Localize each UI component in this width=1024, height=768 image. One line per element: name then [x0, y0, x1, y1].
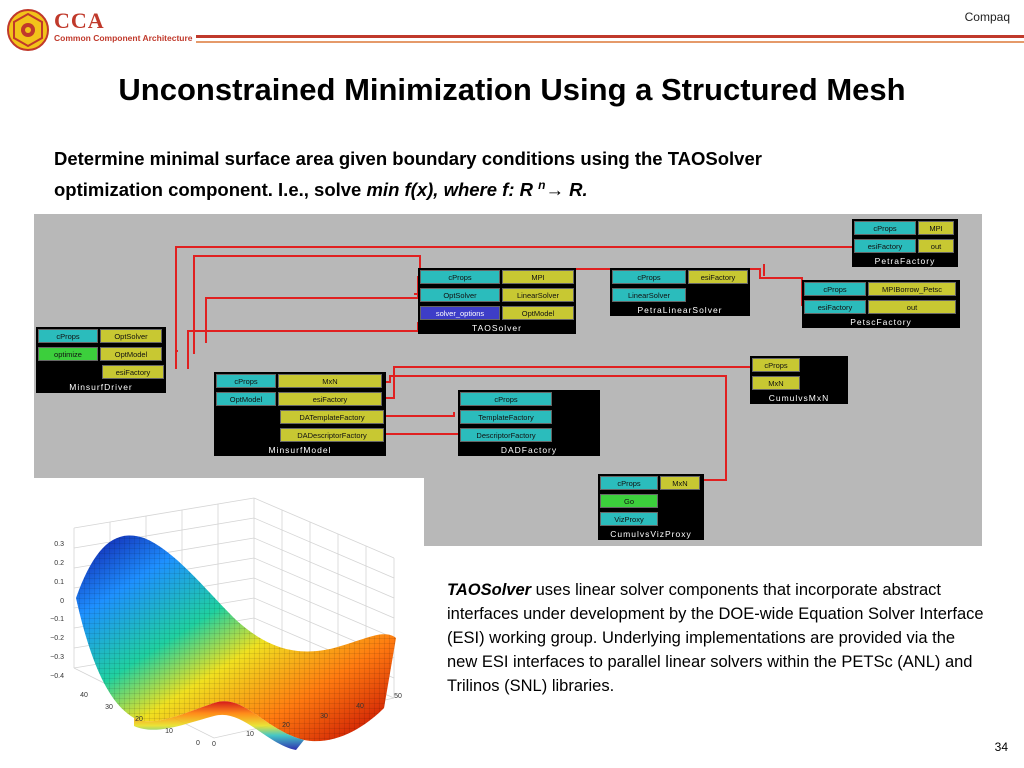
component-label: PetraFactory: [874, 256, 936, 266]
logo-text: CCA: [54, 8, 105, 33]
z-tick: −0.4: [50, 673, 64, 680]
component-label: TAOSolver: [472, 323, 522, 333]
cca-logo-icon: [7, 9, 49, 51]
port-optimize[interactable]: optimize: [38, 347, 98, 361]
port-mpiborrow-petsc[interactable]: MPIBorrow_Petsc: [868, 282, 956, 296]
formula-part-a: min f(x), where f: R: [366, 179, 539, 201]
port-linearsolver[interactable]: LinearSolver: [612, 288, 686, 302]
port-mxn[interactable]: MxN: [278, 374, 382, 388]
port-mpi[interactable]: MPI: [502, 270, 574, 284]
port-solver-options[interactable]: solver_options: [420, 306, 500, 320]
intro-line-2: optimization component. I.e., solve: [54, 179, 367, 201]
port-cprops[interactable]: cProps: [216, 374, 276, 388]
port-optsolver[interactable]: OptSolver: [420, 288, 500, 302]
port-optmodel[interactable]: OptModel: [502, 306, 574, 320]
description-body: uses linear solver components that incor…: [447, 581, 984, 695]
port-cprops[interactable]: cProps: [600, 476, 658, 490]
z-tick: 0: [60, 598, 64, 605]
port-datemplatefactory[interactable]: DATemplateFactory: [280, 410, 384, 424]
port-cprops[interactable]: cProps: [804, 282, 866, 296]
z-tick: −0.2: [50, 635, 64, 642]
port-mpi[interactable]: MPI: [918, 221, 954, 235]
x-tick: 40: [356, 703, 364, 710]
slide-title: Unconstrained Minimization Using a Struc…: [118, 72, 906, 107]
port-esifactory[interactable]: esiFactory: [278, 392, 382, 406]
z-tick: 0.1: [54, 579, 64, 586]
z-tick: −0.3: [50, 654, 64, 661]
surface-mesh-lines: [76, 535, 396, 742]
formula-superscript: n: [538, 178, 546, 192]
y-tick: 10: [165, 728, 173, 735]
company-label: Compaq: [964, 10, 1010, 24]
port-templatefactory[interactable]: TemplateFactory: [460, 410, 552, 424]
component-label: PetscFactory: [850, 317, 912, 327]
formula-arrow: →: [545, 179, 564, 201]
cumulvs-mxn-component[interactable]: cProps MxN CumulvsMxN: [750, 356, 848, 404]
intro-line-1: Determine minimal surface area given bou…: [54, 148, 762, 169]
port-esifactory[interactable]: esiFactory: [854, 239, 916, 253]
port-linearsolver[interactable]: LinearSolver: [502, 288, 574, 302]
y-tick: 30: [105, 704, 113, 711]
y-tick: 40: [80, 692, 88, 699]
y-tick: 20: [135, 716, 143, 723]
component-label: MinsurfModel: [268, 445, 332, 455]
page-number: 34: [994, 740, 1008, 754]
surface-plot: 0.3 0.2 0.1 0 −0.1 −0.2 −0.3 −0.4 40 30 …: [34, 478, 424, 768]
port-esifactory[interactable]: esiFactory: [688, 270, 748, 284]
z-tick: 0.3: [54, 541, 64, 548]
y-tick: 0: [196, 740, 200, 747]
formula-part-b: R.: [563, 179, 588, 201]
port-cprops[interactable]: cProps: [38, 329, 98, 343]
x-tick: 50: [394, 693, 402, 700]
port-out[interactable]: out: [918, 239, 954, 253]
da-factory-component[interactable]: cProps TemplateFactory DescriptorFactory…: [458, 390, 600, 456]
port-dadescriptorfactory[interactable]: DADescriptorFactory: [280, 428, 384, 442]
port-out[interactable]: out: [868, 300, 956, 314]
port-mxn[interactable]: MxN: [660, 476, 700, 490]
x-tick: 30: [320, 713, 328, 720]
component-label: CumulvsVizProxy: [610, 529, 692, 539]
component-label: PetraLinearSolver: [637, 305, 723, 315]
port-optsolver[interactable]: OptSolver: [100, 329, 162, 343]
z-tick: −0.1: [50, 616, 64, 623]
x-tick: 0: [212, 741, 216, 748]
description-lead: TAOSolver: [447, 581, 532, 599]
component-label: DADFactory: [500, 445, 558, 455]
port-optmodel[interactable]: OptModel: [100, 347, 162, 361]
port-cprops[interactable]: cProps: [612, 270, 686, 284]
intro-text: Determine minimal surface area given bou…: [54, 146, 974, 203]
port-cprops[interactable]: cProps: [460, 392, 552, 406]
port-cprops[interactable]: cProps: [854, 221, 916, 235]
x-tick: 20: [282, 722, 290, 729]
header-rule-secondary: [196, 41, 1024, 43]
description-text: TAOSolver uses linear solver components …: [447, 578, 987, 698]
logo-subtitle: Common Component Architecture: [54, 33, 193, 43]
z-tick: 0.2: [54, 560, 64, 567]
port-esifactory[interactable]: esiFactory: [102, 365, 164, 379]
component-label: CumulvsMxN: [768, 393, 830, 403]
port-descriptorfactory[interactable]: DescriptorFactory: [460, 428, 552, 442]
port-cprops[interactable]: cProps: [420, 270, 500, 284]
port-optmodel[interactable]: OptModel: [216, 392, 276, 406]
port-cprops[interactable]: cProps: [752, 358, 800, 372]
port-mxn[interactable]: MxN: [752, 376, 800, 390]
port-esifactory[interactable]: esiFactory: [804, 300, 866, 314]
header-rule: [196, 35, 1024, 38]
x-tick: 10: [246, 731, 254, 738]
component-label: MinsurfDriver: [69, 382, 133, 392]
port-vizproxy[interactable]: VizProxy: [600, 512, 658, 526]
port-go[interactable]: Go: [600, 494, 658, 508]
